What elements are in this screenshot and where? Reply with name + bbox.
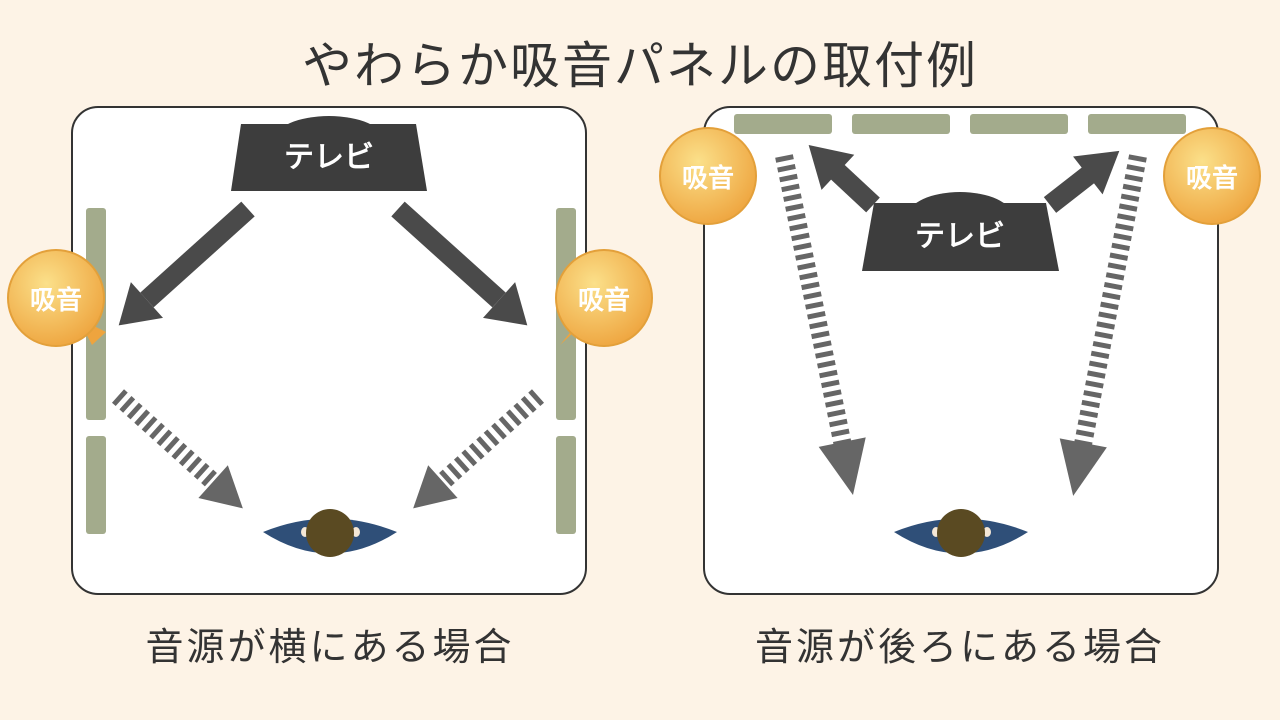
tv-label: テレビ: [915, 219, 1005, 254]
badge-label: 吸音: [578, 285, 630, 316]
listener-ear-right: [352, 527, 360, 537]
back-wall-panel-4: [1088, 114, 1186, 134]
right-direct-arrow: [1043, 150, 1120, 213]
left-absorb-badge-right: 吸音: [555, 249, 653, 347]
badge-label: 吸音: [30, 285, 82, 316]
left-absorb-badge-left: 吸音: [7, 249, 106, 347]
page-title: やわらか吸音パネルの取付例: [302, 37, 978, 95]
tv-body: [862, 203, 1059, 271]
left-room: テレビ 吸音: [7, 106, 653, 595]
left-tv: テレビ: [231, 116, 427, 191]
right-tv: テレビ: [862, 192, 1059, 271]
right-direct-arrow: [391, 201, 528, 326]
left-reflection-arrow: [775, 154, 866, 496]
left-reflection-arrow: [111, 389, 243, 509]
right-room: テレビ 吸音: [659, 106, 1261, 595]
listener-ear-right: [983, 527, 991, 537]
right-reflection-arrow: [1059, 154, 1147, 496]
left-direct-arrow: [808, 144, 880, 213]
tv-label: テレビ: [284, 140, 374, 175]
left-caption: 音源が横にある場合: [145, 625, 515, 669]
badge-label: 吸音: [682, 163, 734, 194]
back-wall-panel-3: [970, 114, 1068, 134]
right-absorb-badge-right: 吸音: [1163, 127, 1261, 225]
left-wall-panel-lower: [86, 436, 106, 534]
back-wall-panel-2: [852, 114, 950, 134]
right-absorb-badge-left: 吸音: [659, 127, 757, 225]
left-listener: [263, 509, 397, 557]
right-caption: 音源が後ろにある場合: [754, 625, 1165, 669]
listener-head: [937, 509, 985, 557]
left-direct-arrow: [118, 201, 255, 326]
listener-head: [306, 509, 354, 557]
badge-label: 吸音: [1186, 163, 1238, 194]
tv-body: [231, 124, 427, 191]
right-wall-panel-lower: [556, 436, 576, 534]
back-wall-panel-1: [734, 114, 832, 134]
right-reflection-arrow: [413, 389, 545, 509]
right-listener: [894, 509, 1028, 557]
